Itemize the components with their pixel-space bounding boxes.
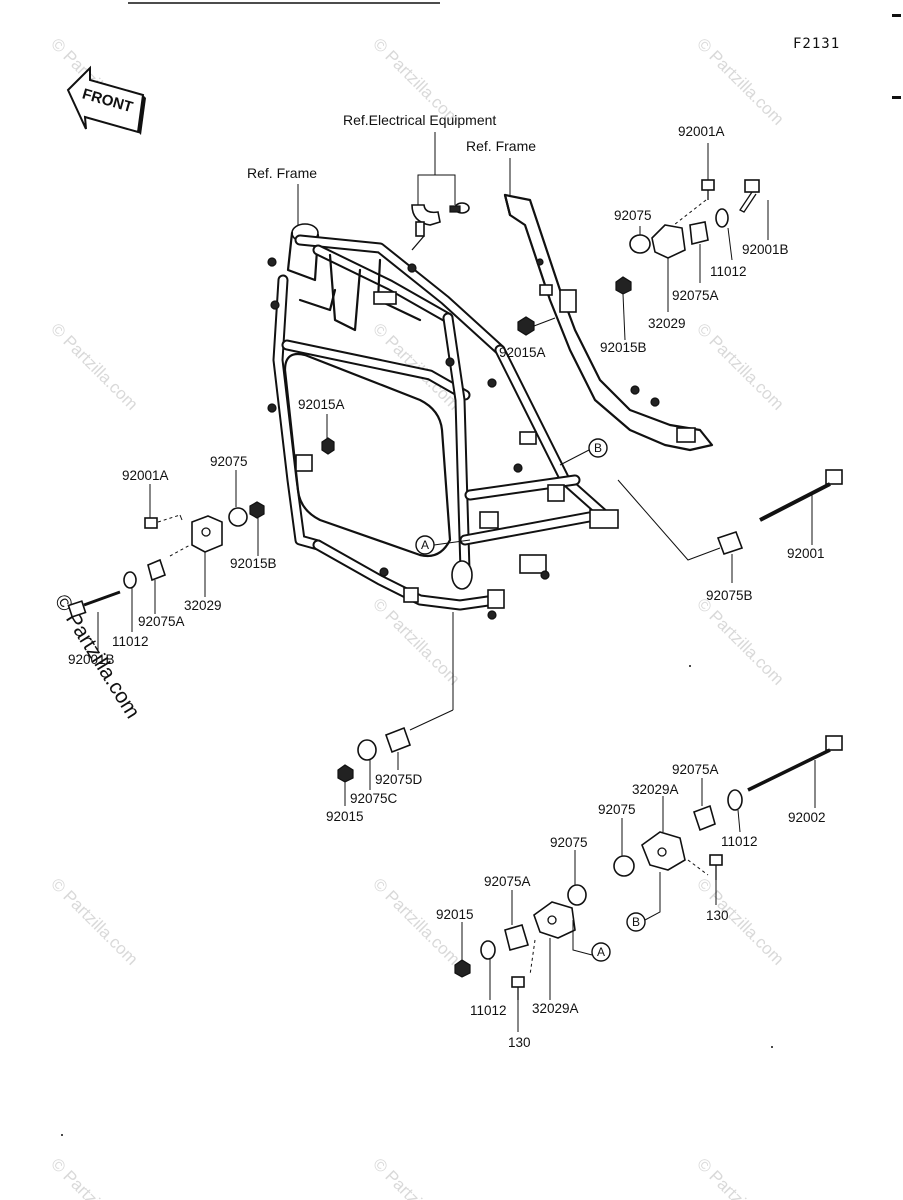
part-label: 92075: [550, 835, 588, 850]
diagram-code: F2131: [793, 36, 840, 52]
part-label: 92075D: [375, 772, 423, 787]
watermark-text: © Partzilla.com: [693, 34, 787, 128]
long-bolt-group: [617, 469, 843, 561]
callout-b-label: B: [594, 441, 602, 455]
speck: [771, 1046, 773, 1048]
center-lower-group: [337, 612, 454, 783]
ref-electrical-label: Ref.Electrical Equipment: [343, 112, 496, 128]
watermark-text: © Partzilla.com: [47, 319, 141, 413]
part-label: 32029A: [632, 782, 679, 797]
watermark-text: © Partzilla.com: [693, 594, 787, 688]
part-label: 92075A: [672, 762, 719, 777]
part-label: 130: [508, 1035, 531, 1050]
speck: [689, 665, 691, 667]
callout-a-label: A: [421, 538, 429, 552]
watermark-text: © Partzilla.com: [47, 1154, 141, 1200]
electrical-clamp: [411, 202, 470, 251]
ref-frame-right-label: Ref. Frame: [466, 138, 536, 154]
callout-b-bottom: B: [626, 912, 646, 932]
part-label: 92015A: [298, 397, 345, 412]
part-label: 11012: [470, 1003, 507, 1018]
speck: [61, 1134, 63, 1136]
margin-tick: [892, 14, 901, 17]
part-label: 130: [706, 908, 729, 923]
leader-line: [417, 132, 436, 205]
margin-tick: [892, 96, 901, 99]
part-label: 92075: [614, 208, 652, 223]
top-right-mount-group: [615, 179, 760, 295]
part-label: 11012: [112, 634, 149, 649]
nut-icon: [517, 316, 535, 336]
callout-a-bottom: A: [591, 942, 611, 962]
callout-b-frame: B: [559, 438, 608, 466]
bottom-right-mount-group: [613, 735, 843, 921]
part-label: 92075: [598, 802, 636, 817]
leader-line: [533, 317, 556, 327]
part-label: 92001A: [678, 124, 725, 139]
bottom-left-mount-group: [454, 884, 593, 1000]
part-label: 92075A: [138, 614, 185, 629]
part-label: 92075B: [706, 588, 753, 603]
part-label: 32029A: [532, 1001, 579, 1016]
front-arrow-icon: FRONT: [66, 65, 146, 135]
part-label: 32029: [184, 598, 222, 613]
part-leaders: [97, 143, 816, 1032]
part-label: 92015B: [230, 556, 277, 571]
part-label: 92002: [788, 810, 826, 825]
part-labels: 92001A 92075 92001B 11012 92075A 32029 9…: [68, 124, 826, 1050]
part-label: 92001B: [68, 652, 115, 667]
part-label: 92015: [436, 907, 474, 922]
part-label: 92001A: [122, 468, 169, 483]
part-label: 92075A: [672, 288, 719, 303]
part-label: 11012: [721, 834, 758, 849]
part-label: 92001: [787, 546, 825, 561]
watermark-text: © Partzilla.com: [693, 1154, 787, 1200]
part-label: 92001B: [742, 242, 789, 257]
part-label: 92015B: [600, 340, 647, 355]
watermark-text: © Partzilla.com: [47, 874, 141, 968]
part-label: 11012: [710, 264, 747, 279]
rear-subframe: [503, 193, 714, 452]
part-label: 92075C: [350, 791, 398, 806]
part-label: 92015A: [499, 345, 546, 360]
watermark-text: © Partzilla.com: [693, 319, 787, 413]
watermark-text: © Partzilla.com: [369, 1154, 463, 1200]
part-label: 92075A: [484, 874, 531, 889]
ref-frame-left-label: Ref. Frame: [247, 165, 317, 181]
left-mount-group: [67, 501, 265, 618]
leader-line: [435, 174, 456, 205]
main-frame: [267, 223, 619, 620]
callout-b-bottom-label: B: [632, 915, 640, 929]
part-label: 92015: [326, 809, 364, 824]
callout-a-bottom-label: A: [597, 945, 605, 959]
callout-a-frame: A: [415, 535, 471, 555]
part-label: 92075: [210, 454, 248, 469]
part-label: 32029: [648, 316, 686, 331]
